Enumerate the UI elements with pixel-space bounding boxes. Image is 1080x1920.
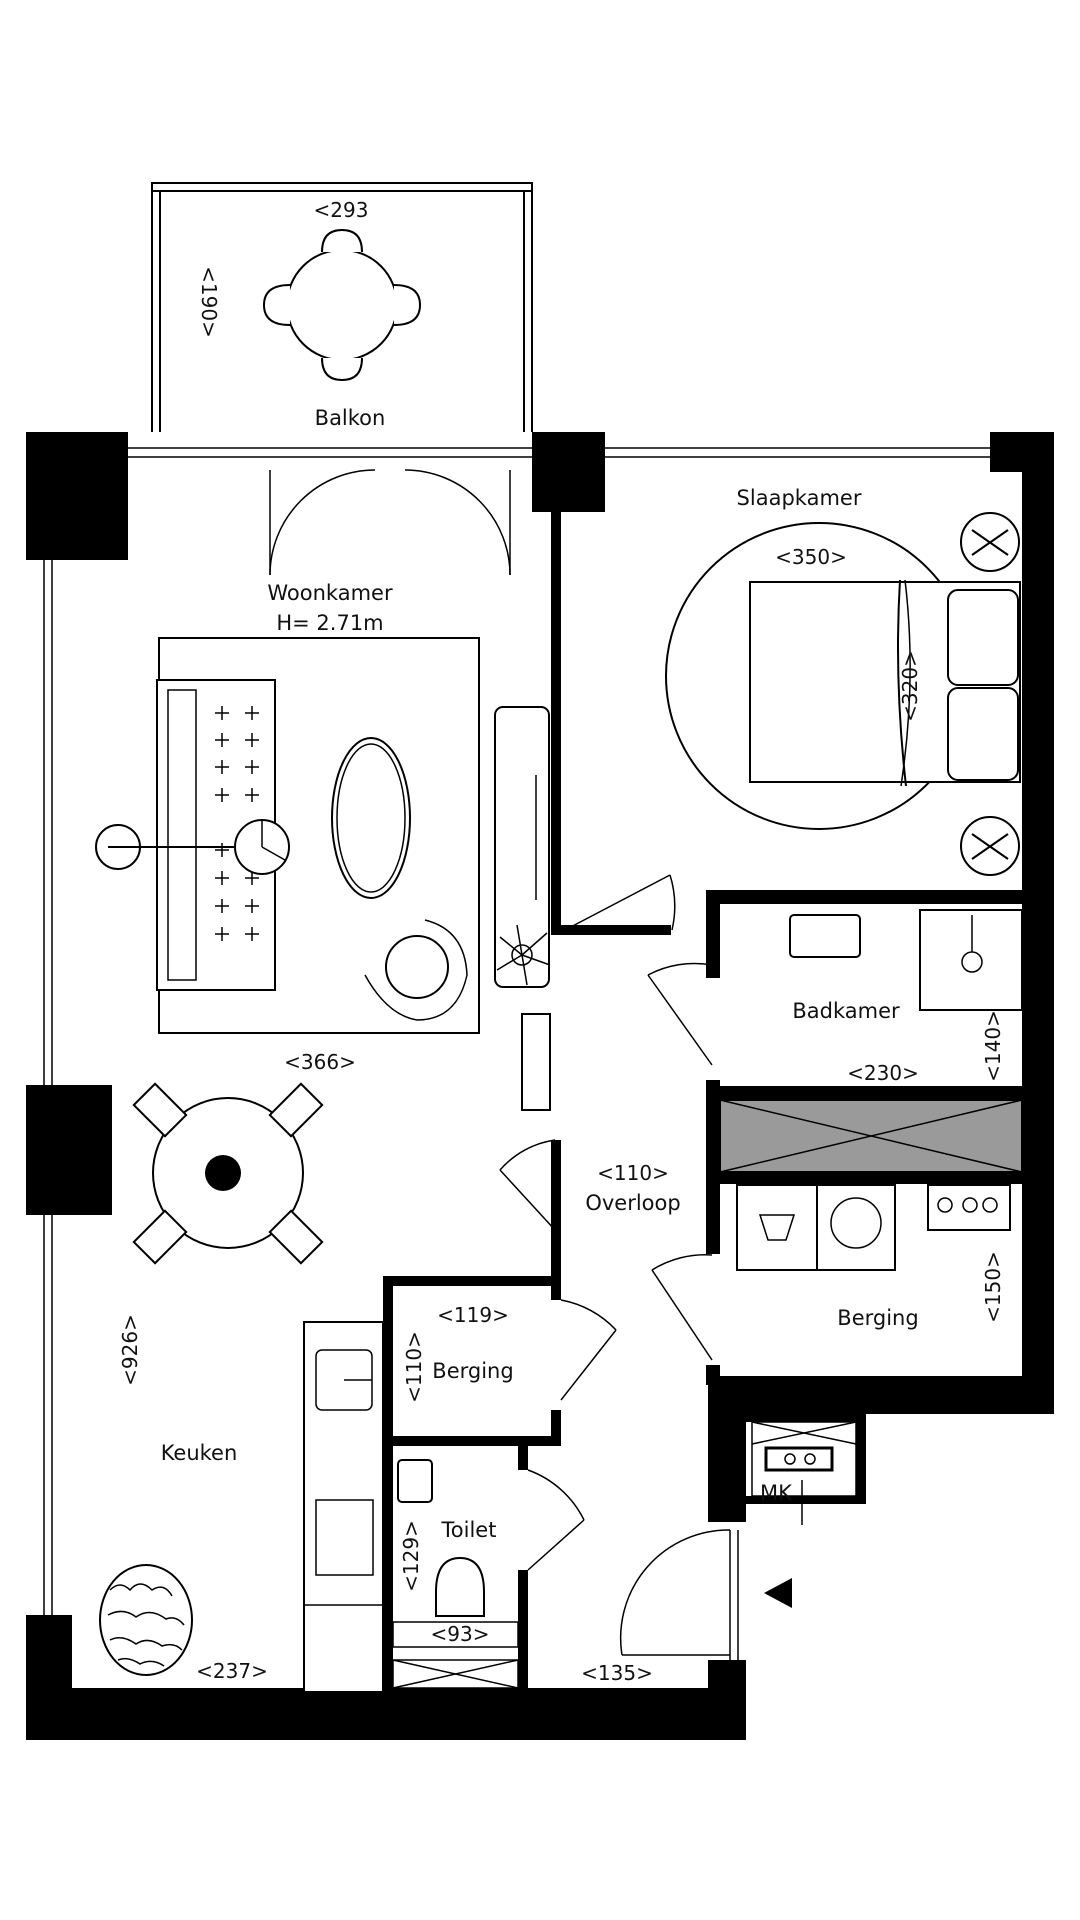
bedside-lamp-icon [960,512,1020,572]
bedside-lamp-icon [960,816,1020,876]
room-label-keuken: Keuken [161,1441,238,1465]
laundry-appliances [736,1184,1011,1271]
doors [269,469,739,1660]
sofa-cushion-marks [215,706,259,941]
room-label-badkamer: Badkamer [792,999,900,1023]
dim-overloop-width: <110> [597,1161,669,1185]
room-label-berging-small: Berging [432,1359,513,1383]
room-label-woonkamer: Woonkamer [267,581,393,605]
dim-entrance-width: <135> [581,1661,653,1685]
balcony-table-set [262,228,422,382]
living-room-furniture [95,637,551,1111]
meter-cupboard [751,1421,857,1525]
dim-bath-width: <230> [847,1061,919,1085]
room-label-balkon: Balkon [315,406,386,430]
dim-bath-depth: <140> [981,1010,1005,1082]
room-label-slaapkamer: Slaapkamer [737,486,862,510]
kitchen-plant-icon [99,1564,193,1676]
room-label-berging-large: Berging [837,1306,918,1330]
technical-shaft [719,1099,1023,1173]
room-label-overloop: Overloop [585,1191,680,1215]
windows [43,447,992,1615]
dim-storage-small-depth: <110> [402,1331,426,1403]
dim-storage-large-depth: <150> [981,1251,1005,1323]
room-label-toilet: Toilet [441,1518,497,1542]
kitchen-counter [303,1321,384,1693]
dim-bedroom-width: <350> [775,545,847,569]
walls [26,432,1054,1740]
ceiling-height-label: H= 2.71m [276,611,383,635]
dim-balkon-width: <293 [314,198,369,222]
plant-icon [496,924,551,986]
dim-storage-small-width: <119> [437,1303,509,1327]
entrance-arrow-icon [764,1578,792,1608]
dim-bedroom-depth: <320> [898,650,922,722]
dim-balkon-depth: <190> [197,266,221,338]
dim-living-length: <926> [118,1314,142,1386]
dim-toilet-width: <93> [431,1622,490,1646]
balcony [151,182,533,432]
room-label-mk: MK [760,1481,793,1505]
toilet-fixtures [392,1459,519,1689]
dining-table-set [132,1082,324,1265]
dim-living-width: <366> [284,1050,356,1074]
dim-toilet-depth: <129> [399,1520,423,1592]
dim-kitchen-width: <237> [196,1659,268,1683]
bathroom-fixtures [789,909,1023,1011]
bedroom-furniture [665,512,1021,876]
